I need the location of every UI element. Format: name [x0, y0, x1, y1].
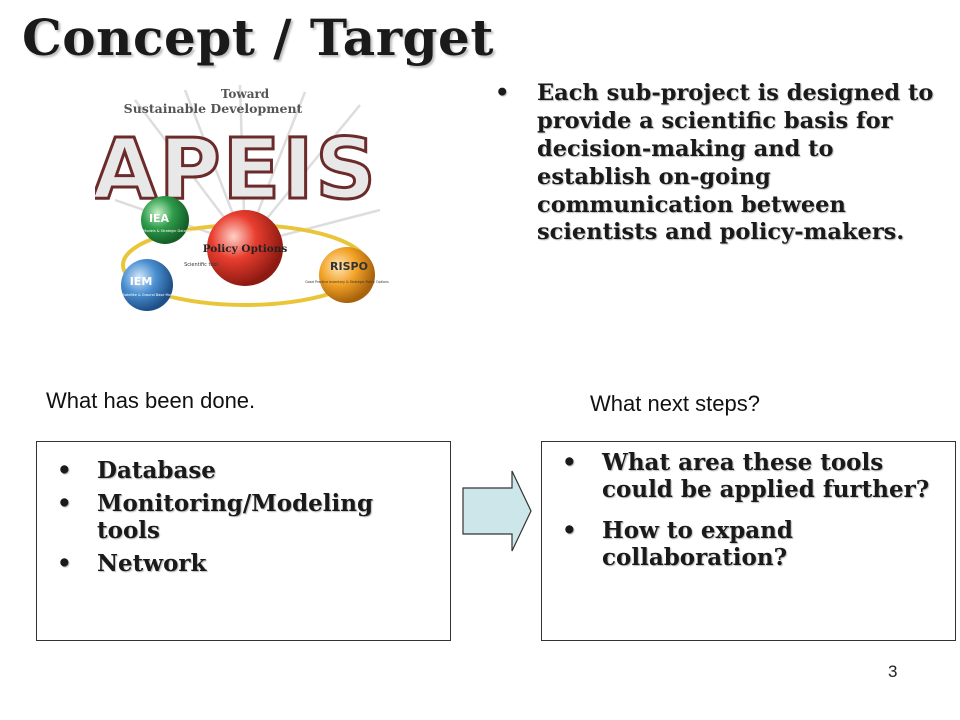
- iem-label: IEM: [130, 275, 153, 288]
- connector-label: Scientific tool: [184, 262, 218, 268]
- done-heading: What has been done.: [46, 388, 256, 413]
- logo-header-line2: Sustainable Development: [124, 101, 303, 116]
- logo-wordmark: APEIS: [95, 120, 378, 218]
- done-item-text: Monitoring/Modeling tools: [97, 489, 374, 544]
- rispo-label: RISPO: [330, 260, 368, 273]
- policy-options-label: Policy Options: [203, 243, 288, 255]
- rispo-caption: Good Practice Inventory & Strategic Poli…: [305, 280, 389, 284]
- done-list-item: • Network: [57, 549, 437, 578]
- bullet-glyph: •: [495, 80, 510, 106]
- page-number: 3: [888, 662, 898, 681]
- next-item-text: How to expand collaboration?: [602, 516, 793, 571]
- apeis-logo: Toward Sustainable Development APEIS Pol…: [95, 84, 389, 311]
- done-list-item: • Database: [57, 457, 437, 485]
- iea-label: IEA: [149, 212, 170, 225]
- next-list-item: • What area these tools could be applied…: [562, 449, 942, 504]
- next-item-text: What area these tools could be applied f…: [602, 449, 930, 503]
- iem-sphere: [121, 259, 173, 311]
- bullet-glyph: •: [57, 489, 72, 517]
- next-steps-list: • What area these tools could be applied…: [562, 449, 942, 586]
- done-item-text: Database: [97, 457, 216, 484]
- bullet-glyph: •: [562, 449, 577, 476]
- slide-title: Concept / Target: [22, 8, 494, 67]
- done-box: • Database • Monitoring/Modeling tools •…: [36, 441, 451, 641]
- bullet-glyph: •: [57, 549, 72, 577]
- bullet-glyph: •: [562, 516, 577, 544]
- bullet-glyph: •: [57, 457, 72, 484]
- done-item-text: Network: [97, 549, 207, 577]
- done-list-item: • Monitoring/Modeling tools: [57, 489, 437, 545]
- done-list: • Database • Monitoring/Modeling tools •…: [57, 457, 437, 584]
- right-arrow-icon: [462, 470, 532, 552]
- next-steps-box: • What area these tools could be applied…: [541, 441, 956, 641]
- policy-options-sphere: [207, 210, 283, 286]
- iea-caption: AIM Models & Strategic Database: [136, 229, 194, 233]
- logo-header-line1: Toward: [221, 87, 270, 101]
- next-list-item: • How to expand collaboration?: [562, 516, 942, 572]
- iea-sphere: [141, 196, 189, 244]
- intro-bullet-list: • Each sub-project is designed to provid…: [495, 80, 950, 247]
- iem-caption: MODIS Satellite & Ground Base Monitoring: [110, 293, 184, 297]
- intro-bullet: • Each sub-project is designed to provid…: [495, 80, 950, 247]
- intro-bullet-text: Each sub-project is designed to provide …: [537, 80, 934, 246]
- next-steps-heading: What next steps?: [590, 391, 760, 416]
- rispo-sphere: [319, 247, 375, 303]
